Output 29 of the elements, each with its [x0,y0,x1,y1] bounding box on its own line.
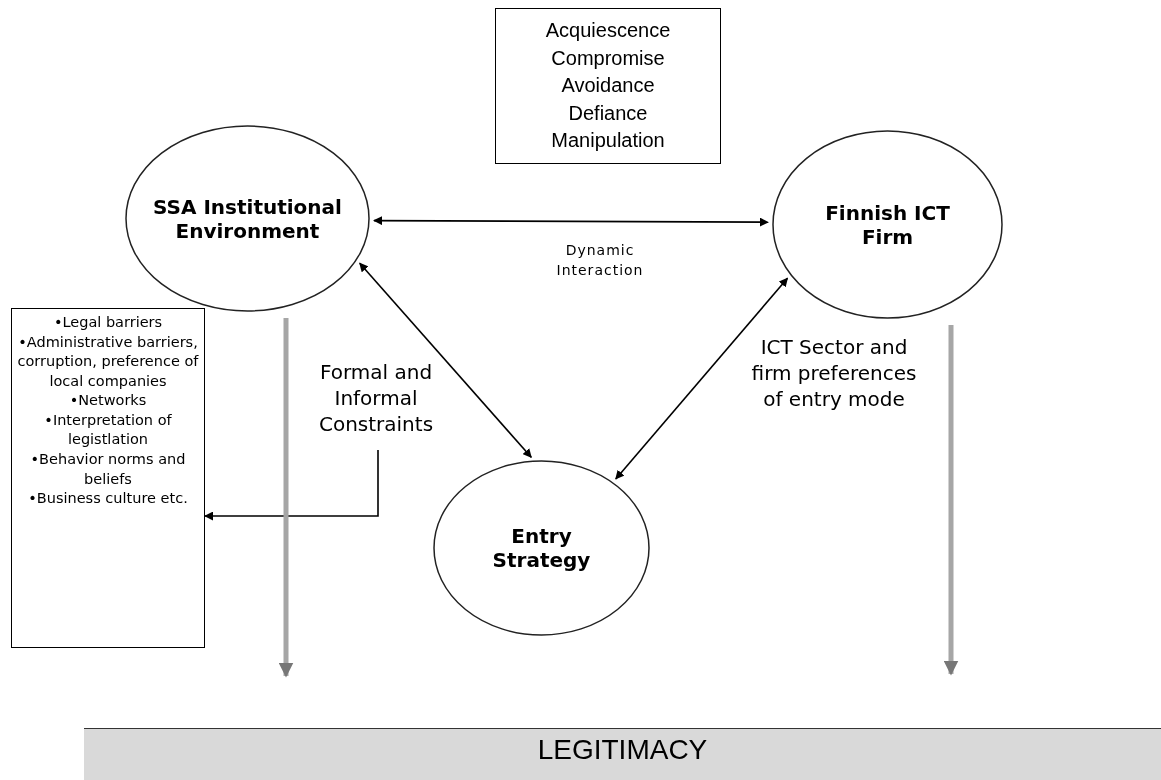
node-text: Defiance [568,100,648,126]
node-text: •Administrative barriers, corruption, preference of local companies [16,332,200,391]
double-arrow [373,216,769,227]
node-text: •Behavior norms and beliefs [29,449,187,489]
node-text: •Legal barriers [53,313,163,332]
node-text: LEGITIMACY [537,733,708,767]
double-arrow [358,262,533,459]
node-text: Manipulation [551,128,665,154]
ellipse-node [125,125,370,312]
legitimacy-bar [84,728,1161,780]
node-text: Compromise [551,45,665,71]
double-arrow [615,277,789,480]
node-text: Avoidance [561,73,655,99]
ellipse-node [772,130,1003,319]
node-text: Acquiescence [545,18,671,43]
node-text: Finnish ICT Firm [824,200,951,249]
leader-arrow [204,449,379,521]
ellipse-node [433,460,650,636]
node-text: •Networks [69,391,147,411]
node-text: •Interpretation of legistlation [43,410,173,450]
constraints-list-box [11,308,205,648]
thick-arrow [943,325,959,676]
node-text: SSA Institutional Environment [152,194,343,243]
strategy-list-box [495,8,721,164]
sector-preferences-text: ICT Sector and firm preferences of entry mode [750,334,918,412]
constraints-text: Formal and Informal Constraints [296,354,456,442]
node-text: •Business culture etc. [28,489,188,509]
thick-arrow [278,318,294,678]
node-text: Entry Strategy [491,524,592,572]
